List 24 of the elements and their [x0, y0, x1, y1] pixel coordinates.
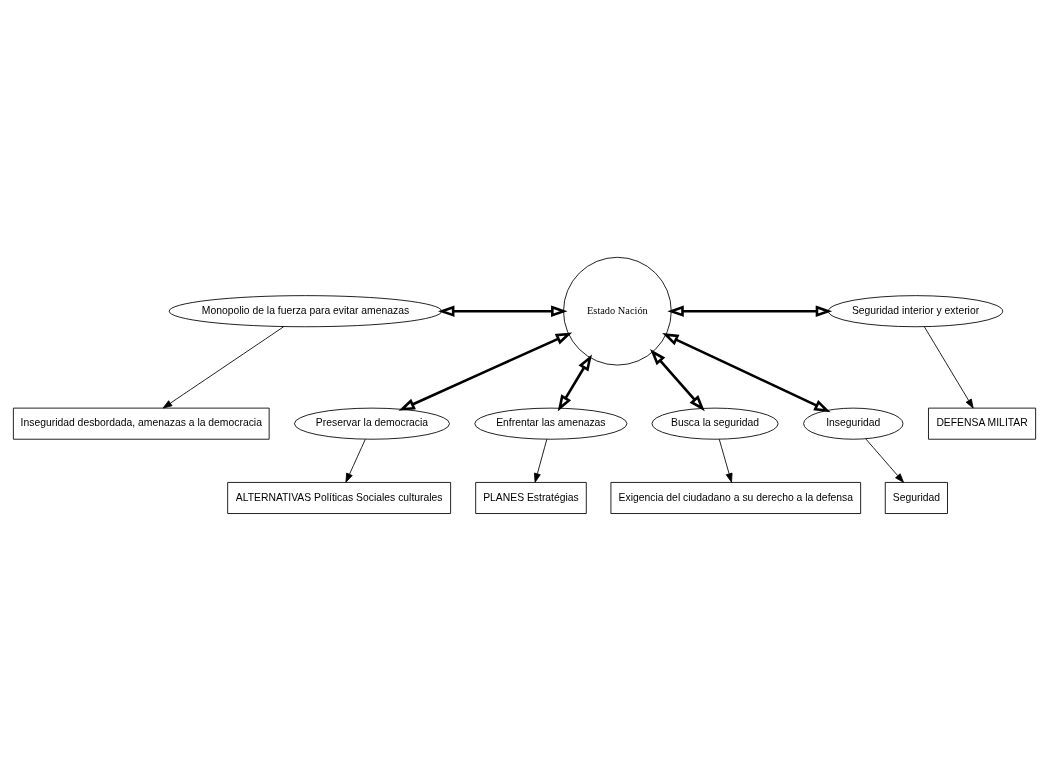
node-ellipse: Busca la seguridad	[651, 407, 779, 440]
arrow	[534, 438, 548, 483]
node-box: DEFENSA MILITAR	[928, 407, 1037, 440]
node-box: ALTERNATIVAS Políticas Sociales culturales	[227, 482, 452, 514]
arrow	[662, 333, 831, 413]
arrow	[650, 349, 705, 412]
node-box: Exigencia del ciudadano a su derecho a la defensa	[610, 482, 862, 514]
arrow	[923, 326, 974, 409]
arrow	[557, 354, 592, 412]
node-box: Seguridad	[884, 482, 948, 514]
arrow	[398, 332, 573, 411]
node-ellipse: Monopolio de la fuerza para evitar amenazas	[168, 295, 443, 328]
arrow	[438, 305, 568, 317]
node-ellipse: Inseguridad	[803, 407, 904, 440]
arrow	[162, 326, 285, 409]
arrow	[667, 305, 833, 317]
arrow	[865, 438, 904, 483]
node-box: PLANES Estratégias	[475, 482, 587, 514]
node-ellipse: Seguridad interior y exterior	[827, 295, 1004, 328]
arrow	[718, 438, 733, 483]
node-ellipse: Enfrentar las amenazas	[474, 407, 628, 440]
arrow	[345, 438, 366, 483]
node-ellipse: Preservar la democracia	[294, 407, 450, 440]
node-box: Inseguridad desbordada, amenazas a la democracia	[12, 407, 270, 440]
